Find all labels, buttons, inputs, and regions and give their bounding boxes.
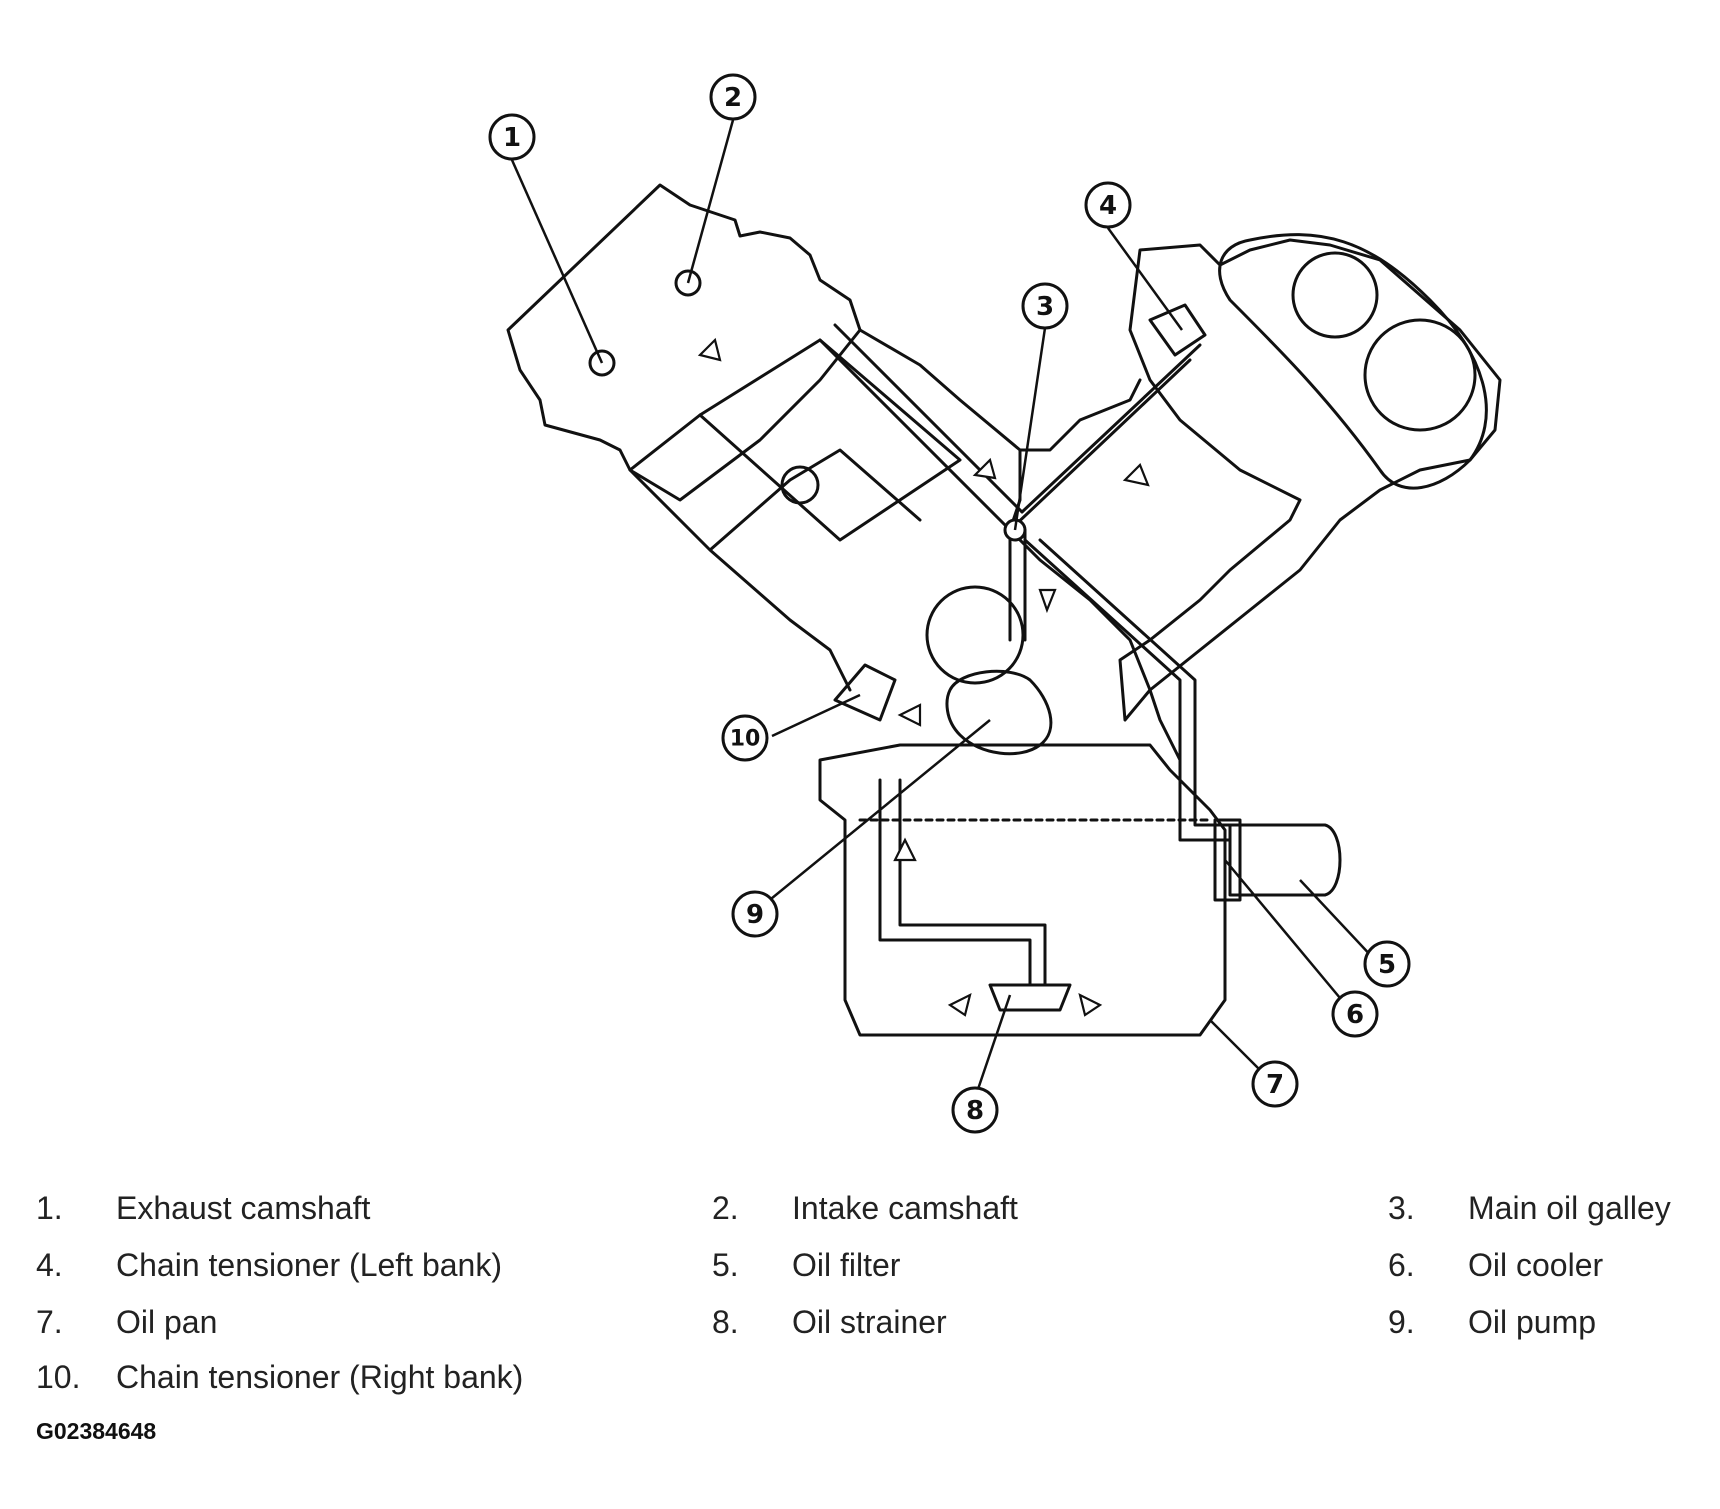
legend-label-7: Oil pan <box>116 1304 218 1340</box>
intake-camshaft <box>674 269 702 297</box>
callout-3: 3 <box>1036 292 1054 322</box>
exhaust-sprocket-right <box>1363 318 1477 432</box>
callout-4-circle <box>1084 181 1132 229</box>
legend-num-8: 8. <box>712 1304 739 1340</box>
callout-7: 7 <box>1266 1070 1284 1100</box>
callout-4: 4 <box>1099 191 1117 221</box>
flow-arrow <box>1038 588 1057 614</box>
exhaust-camshaft <box>588 349 616 377</box>
leader-line-5 <box>1299 879 1376 961</box>
legend-label-1: Exhaust camshaft <box>116 1190 371 1226</box>
leader-line-1 <box>510 159 604 364</box>
flow-arrow <box>1122 463 1150 487</box>
legend-label-3: Main oil galley <box>1468 1190 1671 1226</box>
leader-line-8 <box>973 994 1012 1099</box>
galley-to-cooler <box>1023 538 1232 842</box>
legend-label-5: Oil filter <box>792 1247 901 1283</box>
legend-label-10: Chain tensioner (Right bank) <box>116 1359 524 1395</box>
leader-line-10 <box>771 693 861 738</box>
legend-label-9: Oil pump <box>1468 1304 1597 1340</box>
callout-2: 2 <box>724 83 742 113</box>
callout-2-circle <box>709 73 757 121</box>
callout-5: 5 <box>1378 950 1396 980</box>
flow-arrow <box>1078 992 1103 1017</box>
flow-arrow <box>897 703 922 727</box>
callout-1: 1 <box>503 123 521 153</box>
callout-6-circle <box>1331 990 1379 1038</box>
leader-line-2 <box>686 119 735 284</box>
callout-1-circle <box>488 113 536 161</box>
galley-down <box>1008 528 1027 642</box>
leader-line-3 <box>1013 327 1047 531</box>
callout-8: 8 <box>966 1096 984 1126</box>
flow-arrow <box>893 837 917 862</box>
callout-6: 6 <box>1346 1000 1364 1030</box>
callout-8-circle <box>951 1086 999 1134</box>
legend-num-3: 3. <box>1388 1190 1415 1226</box>
left-cylinder-block <box>628 413 922 692</box>
callout-7-circle <box>1251 1060 1299 1108</box>
oil-strainer <box>988 983 1072 1012</box>
callout-9-circle <box>731 890 779 938</box>
chain-tensioner-left-bank <box>1148 303 1207 357</box>
legend-label-6: Oil cooler <box>1468 1247 1604 1283</box>
left-cylinder-head <box>506 183 862 502</box>
intake-sprocket-right <box>1291 251 1379 339</box>
leader-line-6 <box>1224 859 1351 1011</box>
engine-block-center <box>858 328 1182 822</box>
oil-pan <box>818 743 1227 1037</box>
callout-3-circle <box>1021 282 1069 330</box>
leader-line-9 <box>754 719 991 913</box>
figure-id: G02384648 <box>36 1418 157 1444</box>
oil-galley-left <box>818 323 1024 532</box>
left-cylinder-bore <box>698 338 962 542</box>
legend-num-7: 7. <box>36 1304 63 1340</box>
leader-line-4 <box>1106 227 1184 331</box>
crankshaft <box>925 585 1025 685</box>
chain-tensioner-right-bank <box>833 663 897 722</box>
piston-pin <box>780 465 820 505</box>
oil-cooler <box>1213 818 1242 902</box>
legend-num-2: 2. <box>712 1190 739 1226</box>
callout-5-circle <box>1363 940 1411 988</box>
legend-label-2: Intake camshaft <box>792 1190 1018 1226</box>
callout-10: 10 <box>730 727 761 752</box>
flow-arrow <box>947 992 972 1017</box>
right-cylinder-head <box>1118 238 1502 722</box>
callout-9: 9 <box>746 900 764 930</box>
legend-num-1: 1. <box>36 1190 63 1226</box>
legend-num-9: 9. <box>1388 1304 1415 1340</box>
legend-label-4: Chain tensioner (Left bank) <box>116 1247 502 1283</box>
oil-filter <box>1228 823 1342 897</box>
legend-num-10: 10. <box>36 1359 81 1395</box>
timing-chain <box>1218 233 1488 490</box>
legend-label-8: Oil strainer <box>792 1304 947 1340</box>
legend-num-6: 6. <box>1388 1247 1415 1283</box>
flow-arrow <box>697 337 722 362</box>
callout-10-circle <box>721 714 769 762</box>
flow-arrow <box>972 457 997 480</box>
legend-num-5: 5. <box>712 1247 739 1283</box>
oil-galley-right <box>1008 343 1202 532</box>
legend-num-4: 4. <box>36 1247 63 1283</box>
